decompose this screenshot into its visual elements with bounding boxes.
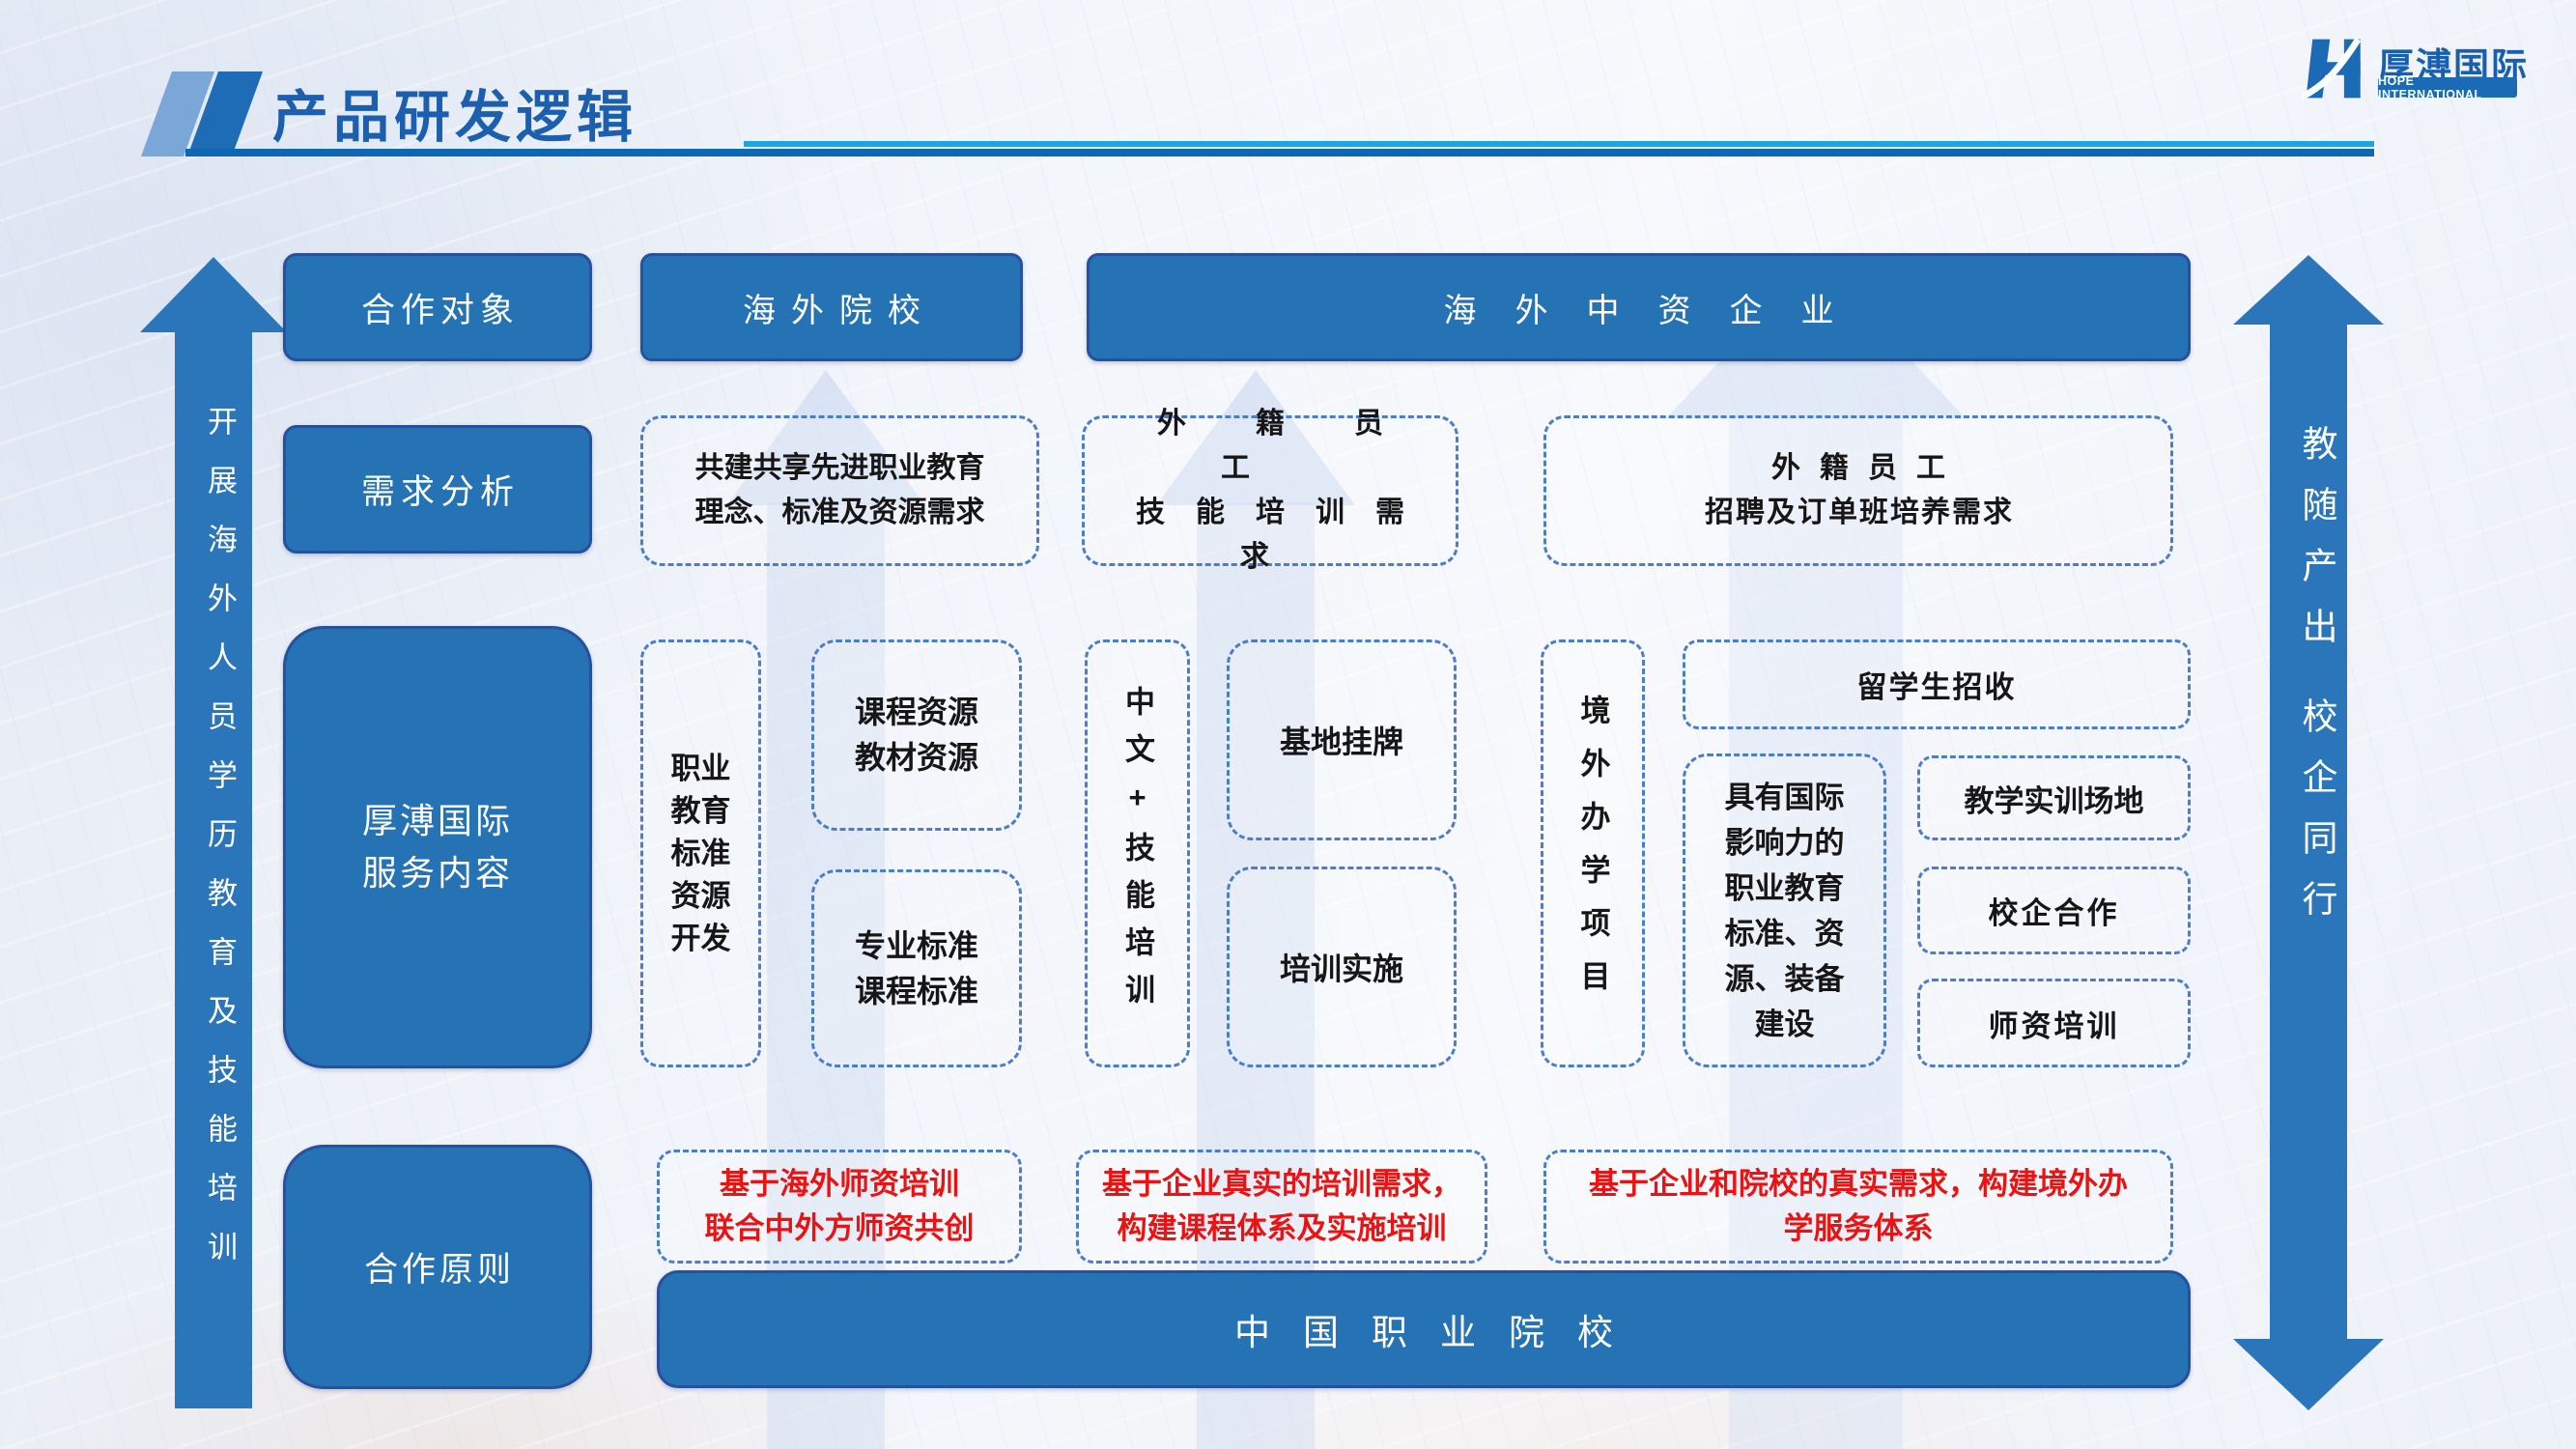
right-arrow-top-head-icon bbox=[2233, 255, 2384, 325]
demand-enterprise-training-line2: 技能培训需求 bbox=[1136, 497, 1435, 573]
demand-school: 共建共享先进职业教育 理念、标准及资源需求 bbox=[640, 415, 1039, 566]
page-title: 产品研发逻辑 bbox=[272, 86, 638, 149]
service-chinese-plus-skill-label: 中文+技能培训 bbox=[1120, 686, 1154, 1021]
title-rule-dark bbox=[185, 149, 2374, 156]
service-base-listing: 基地挂牌 bbox=[1227, 639, 1457, 840]
demand-enterprise-training: 外籍员工 技能培训需求 bbox=[1082, 408, 1458, 573]
demand-enterprise-recruit-line2: 招聘及订单班培养需求 bbox=[1705, 497, 2014, 528]
service-intl-standards: 具有国际 影响力的 职业教育 标准、资 源、装备 建设 bbox=[1683, 753, 1886, 1067]
service-training-field: 教学实训场地 bbox=[1917, 755, 2191, 840]
service-major-standards: 专业标准 课程标准 bbox=[811, 869, 1022, 1067]
service-chinese-plus-skill: 中文+技能培训 bbox=[1085, 639, 1190, 1067]
row-header-services: 厚溥国际 服务内容 bbox=[283, 626, 592, 1068]
service-overseas-program-label: 境外办学项目 bbox=[1575, 694, 1610, 1013]
principle-enterprise-training: 基于企业真实的培训需求， 构建课程体系及实施培训 bbox=[1076, 1150, 1487, 1264]
partner-overseas-enterprise: 海外中资企业 bbox=[1087, 253, 2191, 361]
principle-teacher-cocreate: 基于海外师资培训 联合中外方师资共创 bbox=[657, 1150, 1022, 1264]
demand-enterprise-training-line1: 外籍员工 bbox=[1157, 408, 1453, 484]
right-arrow-shaft bbox=[2270, 321, 2347, 1343]
principle-overseas-service: 基于企业和院校的真实需求，构建境外办 学服务体系 bbox=[1543, 1150, 2173, 1264]
demand-enterprise-recruit: 外籍员工 招聘及订单班培养需求 bbox=[1543, 415, 2173, 566]
right-arrow-bottom-head-icon bbox=[2233, 1339, 2384, 1410]
service-course-resources: 课程资源 教材资源 bbox=[811, 639, 1022, 831]
hope-logo-icon bbox=[2302, 37, 2362, 100]
partner-overseas-school: 海外院校 bbox=[640, 253, 1023, 361]
title-rule-light bbox=[744, 141, 2374, 147]
row-header-partners: 合作对象 bbox=[283, 253, 592, 361]
service-standard-dev: 职业 教育 标准 资源 开发 bbox=[640, 639, 761, 1067]
service-teacher-training: 师资培训 bbox=[1917, 979, 2191, 1067]
service-school-enterprise-coop: 校企合作 bbox=[1917, 867, 2191, 954]
logo-company-name-en: HOPE INTERNATIONAL bbox=[2378, 74, 2517, 101]
left-arrow-shaft bbox=[175, 328, 252, 1408]
service-training-implementation: 培训实施 bbox=[1227, 867, 1457, 1067]
right-arrow-label-bottom: 校企同行 bbox=[2297, 697, 2336, 941]
demand-enterprise-recruit-line1: 外籍员工 bbox=[1771, 452, 1965, 484]
right-arrow-label-top: 教随产出 bbox=[2297, 425, 2336, 668]
service-overseas-program: 境外办学项目 bbox=[1541, 639, 1645, 1067]
service-student-recruitment: 留学生招收 bbox=[1683, 639, 2191, 729]
left-arrow-head-icon bbox=[140, 257, 287, 332]
left-arrow-label: 开展海外人员学历教育及技能培训 bbox=[203, 406, 237, 1290]
china-vocational-colleges-bar: 中国职业院校 bbox=[657, 1270, 2191, 1388]
row-header-demand: 需求分析 bbox=[283, 425, 592, 554]
row-header-principles: 合作原则 bbox=[283, 1145, 592, 1389]
